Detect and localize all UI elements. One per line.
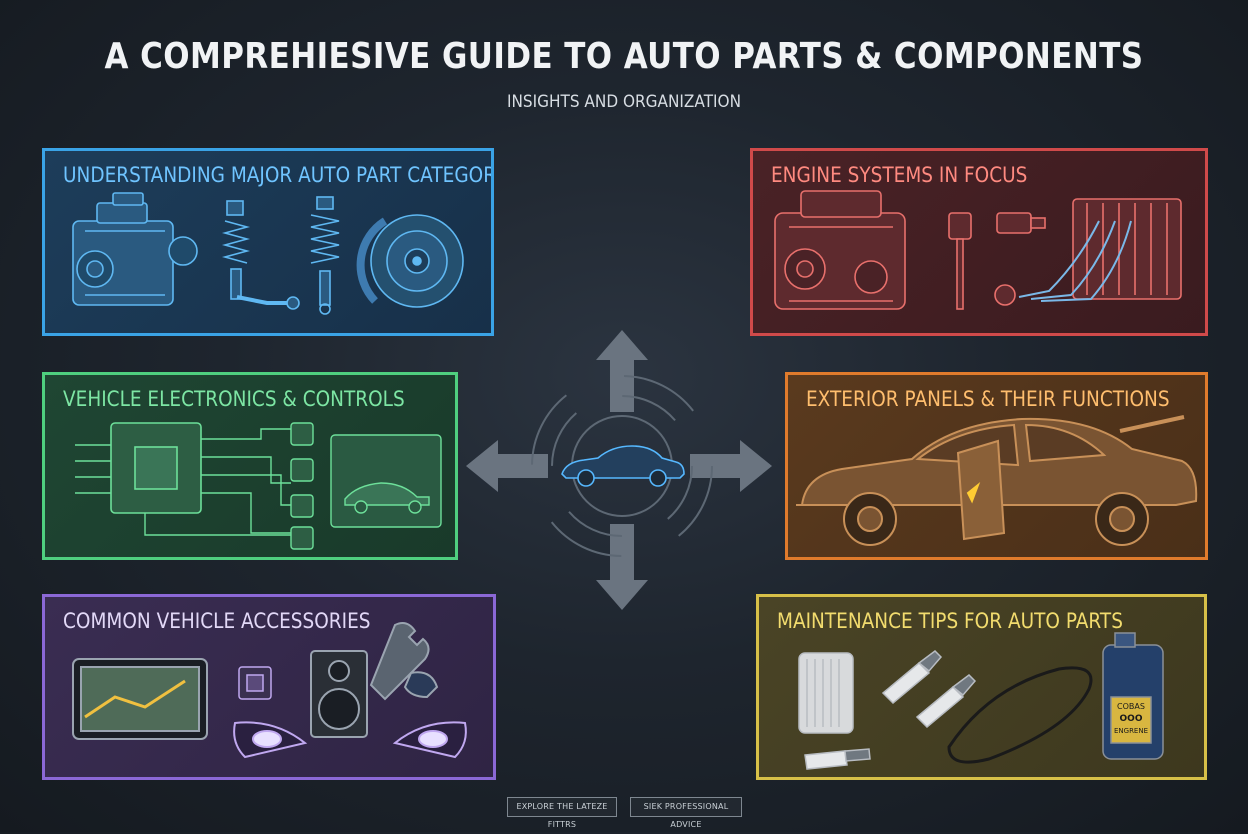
categories-title: UNDERSTANDING MAJOR AUTO PART CATEGORIES	[63, 163, 494, 187]
engine-icon	[774, 190, 906, 310]
piston-icon	[948, 212, 972, 310]
maintenance-illustration: COBAS OOO ENGRENE	[798, 632, 1164, 770]
control-icons	[290, 422, 314, 550]
coolant-hoses-icon	[1018, 220, 1132, 302]
arrow-right-icon	[690, 440, 772, 492]
auto-parts-illustration	[72, 192, 464, 315]
arrow-left-icon	[466, 440, 548, 492]
maintenance-panel[interactable]: COBAS OOO ENGRENE MAINTENANCE TIPS FOR A…	[756, 594, 1207, 780]
oil-bottle-icon	[1102, 632, 1164, 760]
open-door-icon	[956, 439, 1006, 541]
accessories-title: COMMON VEHICLE ACCESSORIES	[63, 609, 371, 633]
accessories-panel[interactable]: COMMON VEHICLE ACCESSORIES	[42, 594, 496, 780]
circuit-traces-icon	[144, 428, 295, 536]
gps-screen-icon	[72, 658, 208, 740]
accessories-illustration	[72, 622, 467, 759]
oil-label-grade: OOO	[1120, 714, 1143, 724]
spark-plug-icon	[804, 650, 977, 770]
central-car-hub	[466, 330, 772, 610]
brake-disc-icon	[356, 214, 464, 308]
exterior-title: EXTERIOR PANELS & THEIR FUNCTIONS	[806, 387, 1170, 411]
explore-button[interactable]: EXPLORE THE LATEZE FITTRS	[507, 797, 617, 829]
engine-systems-illustration	[774, 190, 1182, 310]
oil-label-brand: COBAS	[1117, 702, 1145, 711]
wheel-icon	[843, 492, 1149, 546]
page-title: A COMPREHIESIVE GUIDE TO AUTO PARTS & CO…	[104, 36, 1144, 77]
speaker-icon	[310, 650, 368, 738]
advice-button[interactable]: SIEK PROFESSIONAL ADVICE	[630, 797, 742, 829]
oil-filter-icon	[798, 652, 854, 734]
radiator-icon	[1072, 198, 1182, 300]
electronics-panel[interactable]: VEHICLE ELECTRONICS & CONTROLS	[42, 372, 458, 560]
microchip-icon	[75, 422, 202, 514]
wrench-icon	[369, 622, 439, 701]
engine-block-icon	[72, 192, 198, 306]
sensor-icon	[994, 212, 1046, 306]
electronics-illustration	[75, 422, 442, 550]
oil-label-type: ENGRENE	[1114, 727, 1148, 735]
headlight-icon	[233, 721, 467, 759]
electronics-title: VEHICLE ELECTRONICS & CONTROLS	[63, 387, 405, 411]
engine-title: ENGINE SYSTEMS IN FOCUS	[771, 163, 1028, 187]
shock-absorber-icon	[221, 200, 300, 310]
engine-panel[interactable]: ENGINE SYSTEMS IN FOCUS	[750, 148, 1208, 336]
dashboard-display-icon	[330, 434, 442, 528]
page-subtitle: INSIGHTS AND ORGANIZATION	[506, 92, 742, 112]
chip-icon	[238, 666, 272, 700]
maintenance-title: MAINTENANCE TIPS FOR AUTO PARTS	[777, 609, 1123, 633]
car-icon	[561, 445, 685, 487]
arrow-down-icon	[596, 524, 648, 610]
coil-spring-icon	[310, 196, 340, 315]
arrow-up-icon	[596, 330, 648, 412]
categories-panel[interactable]: UNDERSTANDING MAJOR AUTO PART CATEGORIES	[42, 148, 494, 336]
exterior-panel[interactable]: EXTERIOR PANELS & THEIR FUNCTIONS	[785, 372, 1208, 560]
serpentine-belt-icon	[947, 666, 1093, 764]
exterior-illustration	[796, 415, 1198, 546]
